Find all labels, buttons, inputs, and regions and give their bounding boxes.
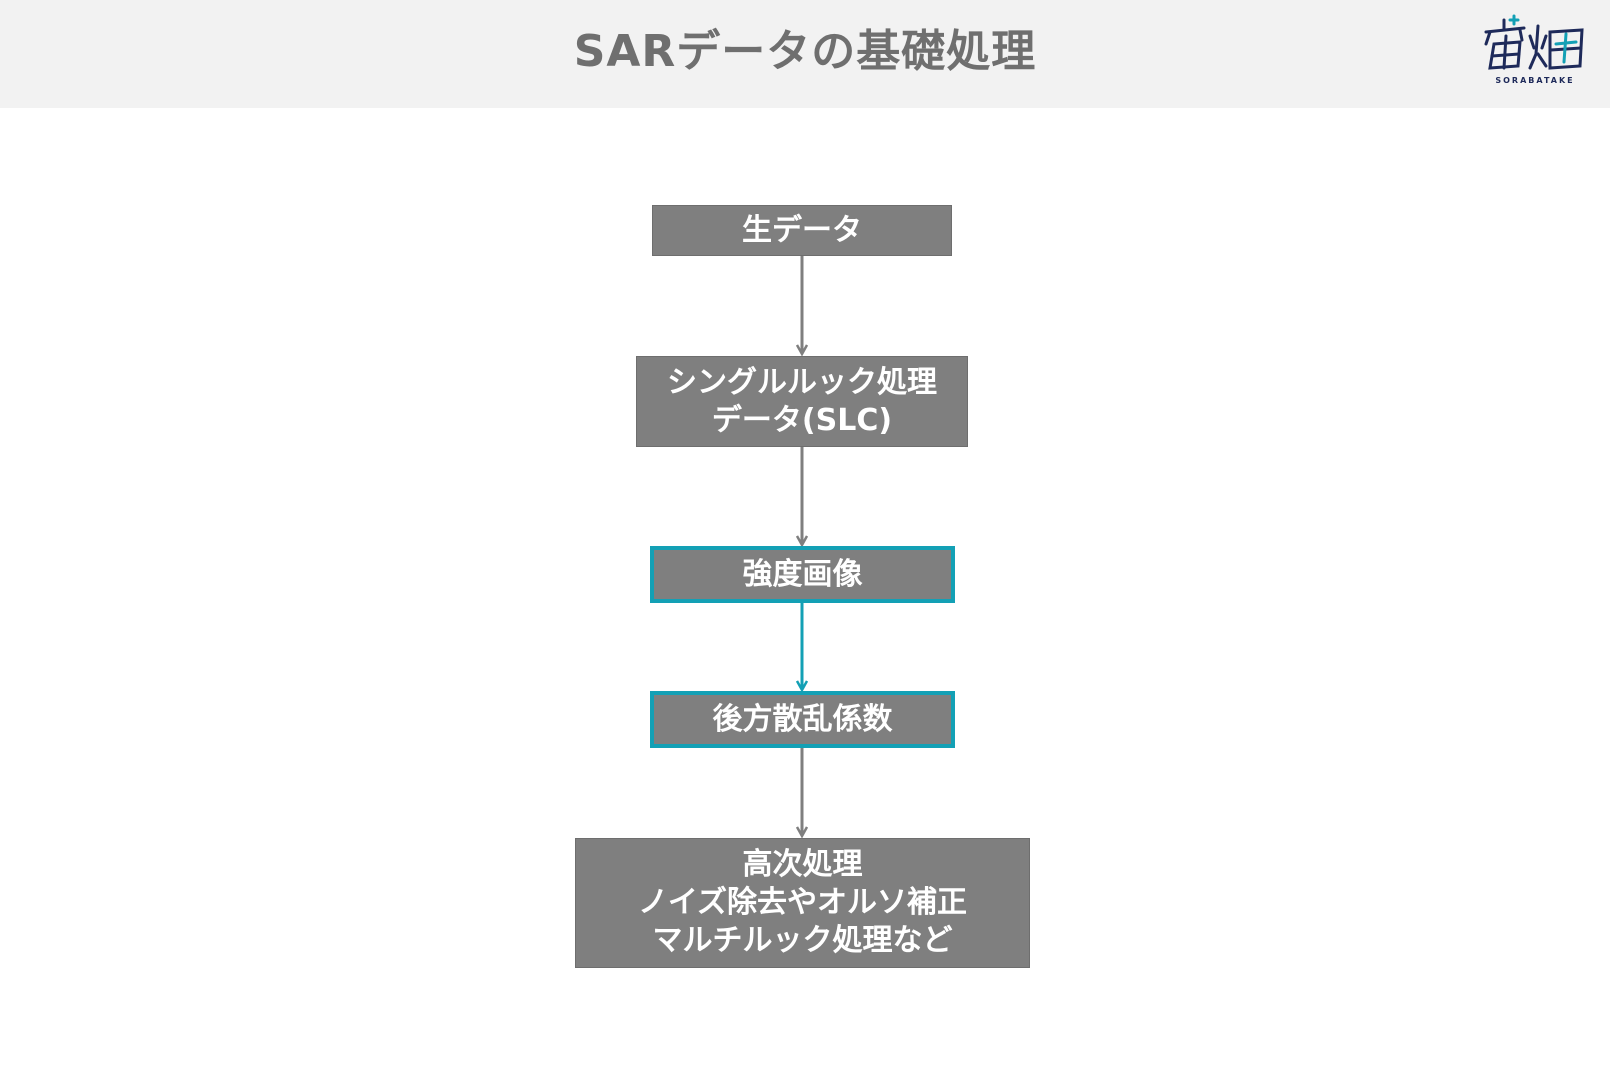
node-backscatter-coefficient-label: 後方散乱係数: [712, 701, 893, 737]
logo-mark-icon: [1484, 14, 1584, 70]
header-bar: [0, 0, 1610, 108]
node-slc-data-label: シングルルック処理 データ(SLC): [667, 364, 937, 438]
node-intensity-image: 強度画像: [650, 546, 955, 603]
node-advanced-processing: 高次処理 ノイズ除去やオルソ補正 マルチルック処理など: [575, 838, 1030, 968]
node-raw-data-label: 生データ: [742, 212, 862, 248]
page-title: SARデータの基礎処理: [573, 26, 1037, 77]
node-intensity-image-label: 強度画像: [742, 556, 863, 592]
node-raw-data: 生データ: [652, 205, 952, 256]
sorabatake-logo: SORABATAKE: [1480, 14, 1590, 94]
node-slc-data: シングルルック処理 データ(SLC): [636, 356, 968, 447]
node-advanced-processing-label: 高次処理 ノイズ除去やオルソ補正 マルチルック処理など: [637, 847, 968, 958]
node-backscatter-coefficient: 後方散乱係数: [650, 691, 955, 748]
logo-wordmark: SORABATAKE: [1495, 76, 1575, 85]
